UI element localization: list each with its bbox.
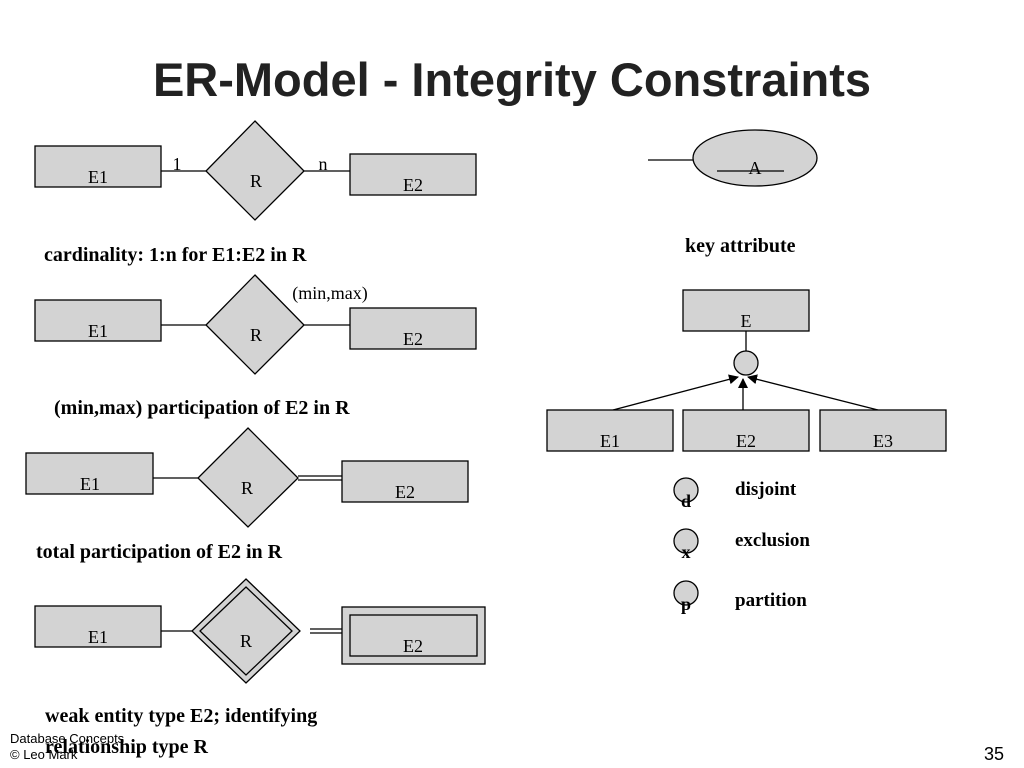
relationship-r xyxy=(205,274,305,375)
cardinality-right-label: n xyxy=(319,154,328,174)
entity-e2-sub-label: E2 xyxy=(736,431,756,451)
footer-course: Database Concepts xyxy=(10,731,125,746)
entity-e1-sub xyxy=(546,409,674,452)
participation-diagram: E1 R E2 (min,max) (min,max) participatio… xyxy=(34,274,477,419)
weak-entity-caption-line1: weak entity type E2; identifying xyxy=(45,705,317,727)
entity-e1-label: E1 xyxy=(80,474,100,494)
entity-e1 xyxy=(25,452,154,495)
slide-footer: Database Concepts © Leo Mark xyxy=(10,731,124,763)
exclusion-symbol xyxy=(673,528,699,554)
weak-entity-caption-line2: relationship type R xyxy=(45,736,209,758)
partition-symbol-letter: p xyxy=(681,594,691,614)
entity-e2-label: E2 xyxy=(403,175,423,195)
cardinality-diagram: E1 R E2 1 n cardinality: 1:n for E1:E2 i… xyxy=(34,120,477,266)
disjoint-symbol xyxy=(673,477,699,503)
page-number: 35 xyxy=(983,744,1004,764)
footer-author: © Leo Mark xyxy=(10,747,78,762)
arrow-e3 xyxy=(747,374,879,411)
entity-e2-label: E2 xyxy=(403,636,423,656)
key-attribute-diagram: A key attribute xyxy=(648,129,818,257)
entity-e2 xyxy=(341,460,469,503)
entity-e2 xyxy=(349,153,477,196)
key-attribute-caption: key attribute xyxy=(685,235,796,257)
disjoint-label: disjoint xyxy=(735,479,797,500)
specialization-circle xyxy=(733,350,759,376)
relationship-r-label: R xyxy=(250,171,262,191)
entity-e1-sub-label: E1 xyxy=(600,431,620,451)
entity-e1-label: E1 xyxy=(88,167,108,187)
relationship-r xyxy=(197,427,299,528)
attribute-a xyxy=(692,129,818,187)
arrow-e1 xyxy=(612,374,739,411)
entity-e1 xyxy=(34,145,162,188)
exclusion-symbol-letter: x xyxy=(682,542,691,562)
entity-e1 xyxy=(34,299,162,342)
entity-e3-sub xyxy=(819,409,947,452)
participation-caption: (min,max) participation of E2 in R xyxy=(54,397,350,419)
attribute-a-label: A xyxy=(749,158,762,178)
slide-title: ER-Model - Integrity Constraints xyxy=(152,53,872,106)
entity-e2-label: E2 xyxy=(403,329,423,349)
entity-e2 xyxy=(349,307,477,350)
cardinality-left-label: 1 xyxy=(173,154,182,174)
relationship-r-label: R xyxy=(250,325,262,345)
identifying-relationship-inner xyxy=(199,586,293,676)
partition-label: partition xyxy=(735,590,807,611)
specialization-diagram: E E1 E2 E3 xyxy=(546,289,947,452)
entity-e-label: E xyxy=(741,311,752,331)
weak-entity-inner xyxy=(349,614,478,657)
entity-e2-label: E2 xyxy=(395,482,415,502)
relationship-r-label: R xyxy=(240,631,252,651)
entity-e1-label: E1 xyxy=(88,321,108,341)
entity-e xyxy=(682,289,810,332)
weak-entity-diagram: E1 R E2 weak entity type E2; identifying… xyxy=(34,578,486,758)
entity-e2-sub xyxy=(682,409,810,452)
entity-e3-sub-label: E3 xyxy=(873,431,893,451)
partition-symbol xyxy=(673,580,699,606)
disjoint-symbol-letter: d xyxy=(681,491,691,511)
total-participation-caption: total participation of E2 in R xyxy=(36,541,283,563)
min-max-annotation: (min,max) xyxy=(292,283,367,304)
relationship-r xyxy=(205,120,305,221)
entity-e1 xyxy=(34,605,162,648)
total-participation-diagram: E1 R E2 total participation of E2 in R xyxy=(25,427,469,563)
specialization-legend: d disjoint x exclusion p partition xyxy=(673,477,810,614)
exclusion-label: exclusion xyxy=(735,530,810,551)
relationship-r-label: R xyxy=(241,478,253,498)
cardinality-caption: cardinality: 1:n for E1:E2 in R xyxy=(44,244,307,266)
entity-e1-label: E1 xyxy=(88,627,108,647)
